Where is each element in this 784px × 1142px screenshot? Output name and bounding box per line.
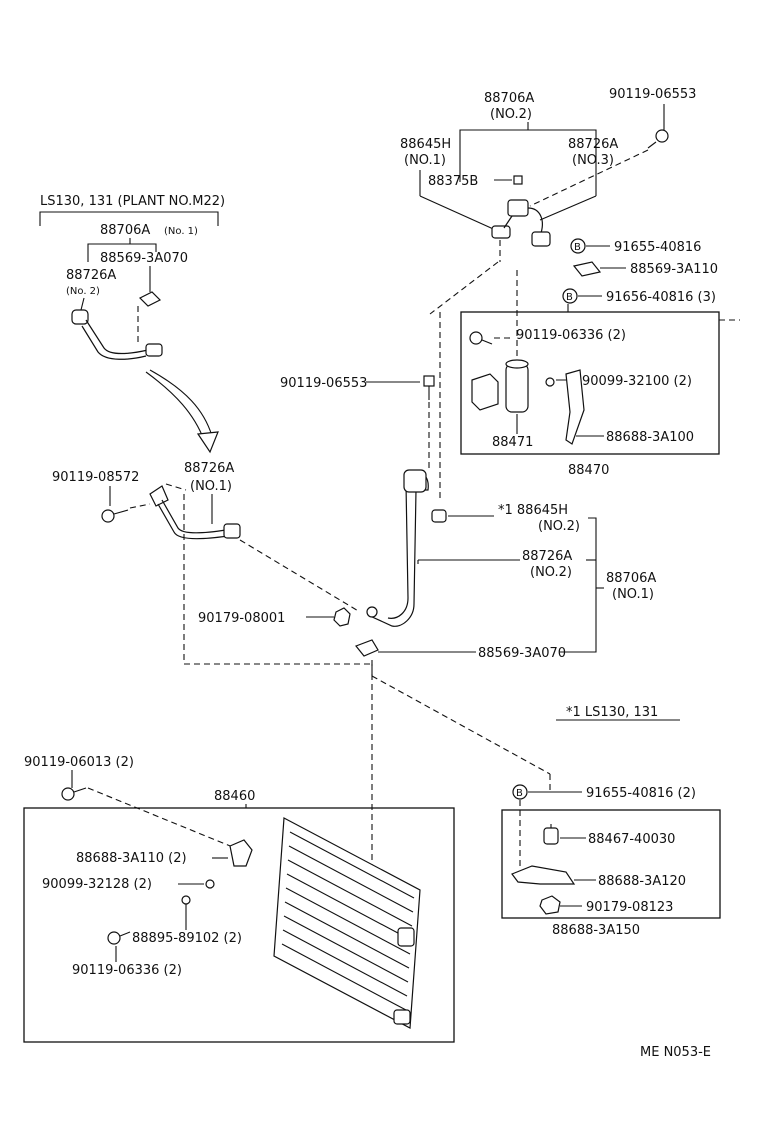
label-88645H-no1: 88645H	[400, 137, 451, 152]
pipe-88726A-no2	[366, 469, 447, 627]
bolt-icon	[107, 931, 131, 945]
leader	[539, 195, 597, 221]
box-88688-3A150	[501, 809, 721, 919]
nut-icon	[205, 879, 215, 889]
label-ls-88706A: 88706A	[100, 223, 150, 238]
label-88726A-no3-sub: (NO.3)	[572, 153, 614, 168]
nut-icon	[545, 377, 555, 387]
leader	[419, 195, 501, 233]
condenser-box-88460	[23, 807, 455, 1043]
nut-icon	[333, 607, 351, 627]
label-88726A-no1-sub: (NO.1)	[190, 479, 232, 494]
ls-header: LS130, 131 (PLANT NO.M22)	[40, 194, 225, 209]
pipe-ls-88726A	[71, 291, 163, 360]
label-90119-08572: 90119-08572	[52, 470, 139, 485]
label-88645H-no2-sub: (NO.2)	[538, 519, 580, 534]
nut-icon	[539, 895, 561, 915]
label-88471: 88471	[492, 435, 533, 450]
label-90119-06553-mid: 90119-06553	[280, 376, 367, 391]
label-88726A-no1: 88726A	[184, 461, 234, 476]
label-90099-32100: 90099-32100 (2)	[582, 374, 692, 389]
clamp-icon	[572, 261, 602, 277]
label-90099-32128: 90099-32128 (2)	[42, 877, 152, 892]
bolt-icon	[101, 509, 129, 523]
label-88706A-no1: 88706A	[606, 571, 656, 586]
bracket-icon	[229, 839, 253, 867]
bracket-icon	[565, 369, 585, 445]
label-88895-89102: 88895-89102 (2)	[132, 931, 242, 946]
dashed-leader	[371, 675, 551, 775]
marker-b-icon: B	[570, 238, 586, 254]
cushion-icon	[181, 895, 191, 905]
label-ls-88706A-sub: (No. 1)	[164, 226, 198, 237]
label-88706A-no1-sub: (NO.1)	[612, 587, 654, 602]
condenser-icon	[273, 817, 421, 1029]
svg-text:B: B	[574, 242, 581, 253]
label-88688-3A150: 88688-3A150	[552, 923, 640, 938]
label-88688-3A120: 88688-3A120	[598, 874, 686, 889]
dashed-leader	[529, 149, 649, 207]
label-88467-40030: 88467-40030	[588, 832, 675, 847]
label-90179-08123: 90179-08123	[586, 900, 673, 915]
bracket-ls	[39, 211, 219, 226]
clamp-icon	[355, 639, 379, 657]
dashed-leader	[165, 483, 187, 491]
dashed-leader	[87, 787, 241, 851]
marker-b-icon: B	[512, 784, 528, 800]
pipe-fitting-top	[491, 199, 551, 247]
label-88645H-no2: *1 88645H	[498, 503, 568, 518]
label-90119-06336-l: 90119-06336 (2)	[72, 963, 182, 978]
receiver-drier-icon	[505, 359, 529, 413]
note-star1: *1 LS130, 131	[566, 705, 658, 720]
label-91655-40816-2: 91655-40816 (2)	[586, 786, 696, 801]
label-88645H-no1-sub: (NO.1)	[404, 153, 446, 168]
bolt-icon	[423, 375, 435, 400]
label-88470: 88470	[568, 463, 609, 478]
svg-text:B: B	[566, 292, 573, 303]
footer-code: ME N053-E	[640, 1045, 711, 1060]
label-88706A-no2: 88706A	[484, 91, 534, 106]
label-91655-40816: 91655-40816	[614, 240, 701, 255]
label-88375B: 88375B	[428, 174, 478, 189]
label-ls-88726A: 88726A	[66, 268, 116, 283]
label-88569-3A110: 88569-3A110	[630, 262, 718, 277]
label-88569-3A070: 88569-3A070	[478, 646, 566, 661]
pipe-88726A-no1	[149, 485, 241, 540]
label-90119-06553-top: 90119-06553	[609, 87, 696, 102]
bolt-icon	[61, 787, 87, 801]
svg-text:B: B	[516, 788, 523, 799]
bracket-ls-88706A	[87, 243, 157, 262]
bracket-icon	[471, 373, 499, 411]
label-90119-06013: 90119-06013 (2)	[24, 755, 134, 770]
label-88688-3A100: 88688-3A100	[606, 430, 694, 445]
valve-core-icon	[513, 175, 523, 185]
bolt-icon	[469, 331, 493, 345]
marker-b-icon: B	[562, 288, 578, 304]
label-ls-88569: 88569-3A070	[100, 251, 188, 266]
bolt-icon	[647, 129, 669, 149]
dashed-leader	[129, 503, 151, 509]
label-88726A-no2-sub: (NO.2)	[530, 565, 572, 580]
label-88726A-no2: 88726A	[522, 549, 572, 564]
bracket-icon	[511, 865, 576, 885]
receiver-box-88470	[460, 311, 720, 455]
label-88706A-no2-sub: (NO.2)	[490, 107, 532, 122]
arrow-icon	[145, 369, 219, 454]
label-88460: 88460	[214, 789, 255, 804]
bracket-88706A-no1	[560, 517, 597, 653]
dashed-leader	[239, 539, 361, 613]
label-ls-88726A-sub: (No. 2)	[66, 286, 100, 297]
label-90119-06336-r: 90119-06336 (2)	[516, 328, 626, 343]
label-88726A-no3: 88726A	[568, 137, 618, 152]
label-91656-40816: 91656-40816 (3)	[606, 290, 716, 305]
pressure-switch-icon	[543, 824, 559, 845]
dashed-leader	[429, 261, 499, 315]
label-88688-3A110: 88688-3A110 (2)	[76, 851, 187, 866]
label-90179-08001: 90179-08001	[198, 611, 285, 626]
